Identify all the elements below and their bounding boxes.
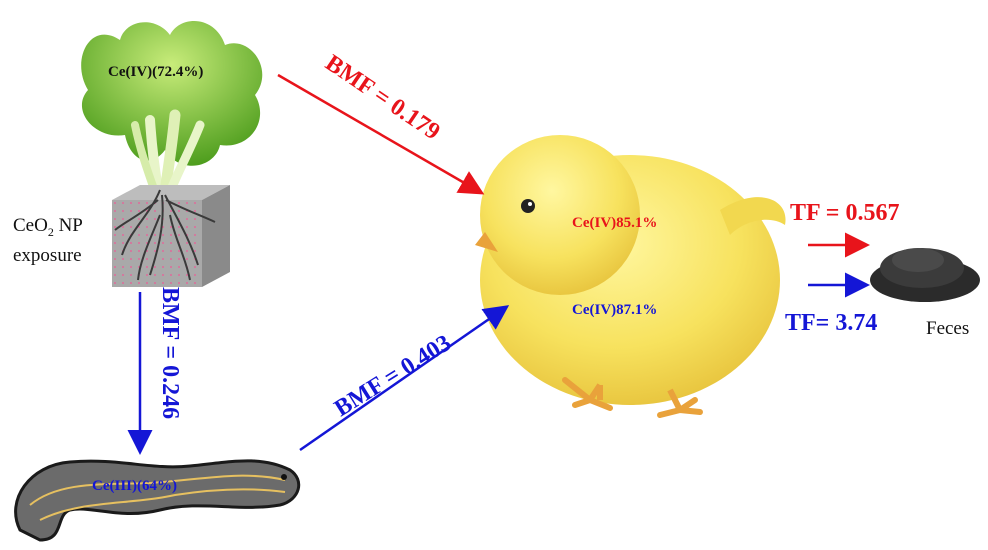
tf-red-label: TF = 0.567 <box>790 200 899 227</box>
chick-ce-blue-label: Ce(IV)87.1% <box>572 302 657 319</box>
exposure-prefix: CeO <box>13 215 48 236</box>
chick <box>475 135 786 415</box>
exposure-suffix: NP <box>54 215 83 236</box>
feces-label: Feces <box>926 318 969 340</box>
chick-ce-red-label: Ce(IV)85.1% <box>572 215 657 232</box>
lettuce-ce-label: Ce(IV)(72.4%) <box>108 64 203 81</box>
bmf-lettuce-worm-label: BMF = 0.246 <box>156 287 183 419</box>
tf-blue-label: TF= 3.74 <box>785 310 877 337</box>
feces-pile <box>870 248 980 302</box>
soil-cube <box>112 185 230 287</box>
worm <box>16 461 299 540</box>
exposure-label-line2: exposure <box>13 245 82 267</box>
worm-ce-label: Ce(III)(64%) <box>92 478 177 495</box>
exposure-label-line1: CeO2 NP <box>13 215 83 240</box>
lettuce-plant <box>81 21 262 192</box>
